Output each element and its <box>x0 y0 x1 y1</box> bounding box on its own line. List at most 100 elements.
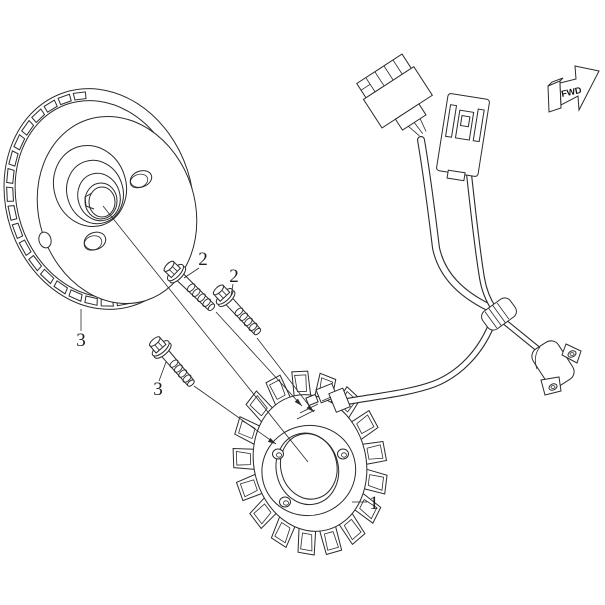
leader-label-2-upper <box>183 267 200 279</box>
callout-leader-lines <box>80 205 367 503</box>
stator-wire-grommet <box>296 382 351 420</box>
stator-coil-winding <box>239 479 258 498</box>
leader-arrowhead <box>294 398 302 406</box>
connector-pin-slots <box>360 59 403 93</box>
flywheel-rim-slot <box>18 239 32 257</box>
bolt-head-cap <box>212 284 225 296</box>
flywheel-face-hole-depth <box>129 173 149 189</box>
stator-coil-winding <box>359 499 378 520</box>
fwd-label: FWD <box>560 85 583 99</box>
connector-body <box>436 93 490 177</box>
connector-latch <box>454 109 475 141</box>
bolt-shaft <box>161 356 188 386</box>
stator-coil-winding <box>269 379 286 400</box>
bolt-tip <box>187 379 195 387</box>
stator-coil-winding <box>274 521 291 544</box>
harness-bracket <box>531 340 582 396</box>
stator-center-hole <box>275 432 340 506</box>
flywheel-rim-slot <box>28 254 43 272</box>
bracket-edge <box>534 346 541 370</box>
bracket-tab-hole-edge <box>569 352 575 356</box>
flywheel-rim-slot <box>68 289 83 302</box>
bolt-head-cap <box>149 336 161 347</box>
grommet-block <box>305 393 319 407</box>
bolt-head-cap <box>163 260 175 272</box>
flywheel-rim-slot <box>6 167 15 184</box>
flywheel-rim-slot <box>7 205 18 221</box>
bracket-tab-hole <box>548 383 558 391</box>
leader-arrowhead <box>306 405 314 412</box>
connector-side-slot <box>445 104 458 138</box>
flywheel-rotor <box>3 88 198 310</box>
wiring-harness <box>340 136 541 406</box>
stator-bolt-hole-edge <box>341 452 347 458</box>
connector-side-slot <box>472 108 485 143</box>
multi-pin-connector <box>356 53 434 137</box>
connector-wire-boot <box>446 169 466 182</box>
flywheel-rim-slot <box>31 108 46 124</box>
bolt-thread <box>248 322 258 332</box>
flywheel-rim-slot <box>11 222 24 240</box>
flywheel-rim-slot <box>57 93 72 106</box>
connector-wires <box>408 118 427 137</box>
stator-coil-winding <box>323 531 339 551</box>
bolt-thread <box>186 283 196 293</box>
bolt-middle <box>212 284 262 336</box>
leader-arrowhead <box>267 437 276 444</box>
arrow-plate <box>547 80 562 113</box>
stator-coil-winding <box>356 414 375 435</box>
leader-bolt-upper <box>215 311 303 407</box>
callout-labels: 1 2 2 3 3 <box>76 249 379 514</box>
bolt-thread <box>192 288 201 298</box>
leader-bolt-lower <box>193 385 277 445</box>
bolt-thread <box>173 364 183 373</box>
stator-coil-winding <box>300 532 313 552</box>
bolt-tip <box>253 327 262 336</box>
bolt-shaft <box>232 298 261 329</box>
stator-coil-winding <box>238 420 256 439</box>
callout-3-bolt-lower: 3 <box>153 379 163 400</box>
bolt-shaft <box>168 350 194 381</box>
callout-2-bolt-middle: 2 <box>229 266 239 287</box>
flywheel-rim-slot <box>72 91 87 101</box>
bolt-upper <box>163 260 216 312</box>
stator-bolt-hole-edge <box>276 452 282 458</box>
leader-label-3-bolt <box>158 361 167 382</box>
flywheel-rim-slot <box>84 295 98 306</box>
flywheel-rim-slot <box>13 133 26 151</box>
flywheel-rim-slot <box>43 99 58 113</box>
flywheel-rim-slot <box>39 268 55 285</box>
stator-coil-winding <box>253 503 272 525</box>
stator-assembly <box>232 370 388 556</box>
flywheel-rim-slot <box>6 186 15 202</box>
stator-coil-winding <box>343 519 362 541</box>
single-connector <box>436 93 490 182</box>
bracket-tab-hole <box>567 350 577 358</box>
wire-to-bracket-core <box>504 321 540 351</box>
fwd-direction-indicator: FWD <box>547 65 600 113</box>
flywheel-rim-slot <box>53 280 69 295</box>
callout-3-flywheel: 3 <box>76 330 86 351</box>
bolt-thread <box>234 307 244 317</box>
forward-arrow-icon <box>559 65 600 112</box>
stator-coil-winding <box>367 474 384 491</box>
wire-to-multipin-connector-core <box>418 137 491 310</box>
bolt-thread <box>197 293 206 303</box>
stator-coil-winding <box>294 374 307 393</box>
bracket-tab-hole-edge <box>550 385 556 389</box>
bolt-thread <box>202 298 211 308</box>
grommet-block <box>328 387 351 413</box>
flywheel-rim-hole <box>38 231 52 249</box>
leader-bolt-middle <box>256 337 315 413</box>
flywheel-rim-slot <box>8 150 19 167</box>
bolt-thread <box>182 374 192 383</box>
connector-wire-boot <box>394 103 427 131</box>
stator-center-hole-depth <box>279 433 338 500</box>
wire-to-single-connector-core <box>467 172 496 311</box>
flywheel-shaft-hole-edge <box>88 186 116 218</box>
bolt-tip <box>207 303 216 312</box>
callout-1-stator: 1 <box>369 493 379 514</box>
stator-coil-winding <box>235 451 252 466</box>
